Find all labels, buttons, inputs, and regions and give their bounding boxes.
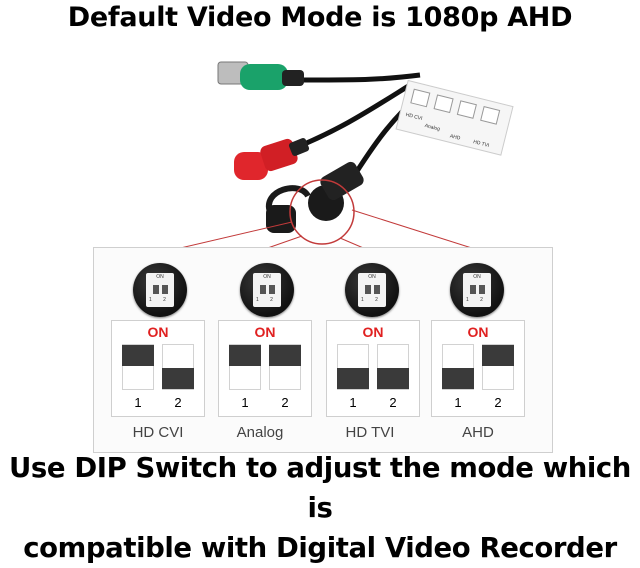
instruction-caption: Use DIP Switch to adjust the mode which … xyxy=(0,448,640,568)
switch-number: 1 xyxy=(134,395,142,410)
sticker-label: Analog xyxy=(424,123,441,133)
sticker-label: HD TVI xyxy=(472,139,489,149)
dip-switch-ahd: ON 1 2 xyxy=(431,320,525,417)
mode-label-hd-cvi: HD CVI xyxy=(132,424,184,441)
switch-number: 1 xyxy=(349,395,357,410)
on-label: ON xyxy=(147,324,169,340)
magnifier-circle xyxy=(289,179,355,245)
switch-number: 2 xyxy=(174,395,182,410)
switch-number: 2 xyxy=(389,395,397,410)
switch-number: 1 xyxy=(454,395,462,410)
mode-label-analog: Analog xyxy=(236,424,284,441)
dip-switch-analog: ON 1 2 xyxy=(218,320,312,417)
dip-sticker-icon: HD CVI Analog AHD HD TVI xyxy=(395,79,514,156)
mode-label-ahd: AHD xyxy=(462,424,494,441)
mode-label-hd-tvi: HD TVI xyxy=(345,424,395,441)
dip-switch-hd-cvi: ON 1 2 xyxy=(111,320,205,417)
on-label: ON xyxy=(254,324,276,340)
sticker-label: HD CVI xyxy=(405,112,423,122)
switch-number: 2 xyxy=(281,395,289,410)
caption-line: compatible with Digital Video Recorder xyxy=(23,532,617,564)
page-title: Default Video Mode is 1080p AHD xyxy=(67,2,573,33)
rca-plug-icon xyxy=(234,138,310,180)
caption-line: Use DIP Switch to adjust the mode which … xyxy=(9,452,631,524)
bnc-connector-icon xyxy=(217,61,304,90)
on-label: ON xyxy=(467,324,489,340)
camera-cable-illustration: HD CVI Analog AHD HD TVI xyxy=(171,61,514,250)
switch-number: 1 xyxy=(241,395,249,410)
dip-switch-hd-tvi: ON 1 2 xyxy=(326,320,420,417)
sticker-label: AHD xyxy=(449,133,461,141)
power-connector-icon xyxy=(265,161,364,233)
switch-number: 2 xyxy=(494,395,502,410)
on-label: ON xyxy=(362,324,384,340)
